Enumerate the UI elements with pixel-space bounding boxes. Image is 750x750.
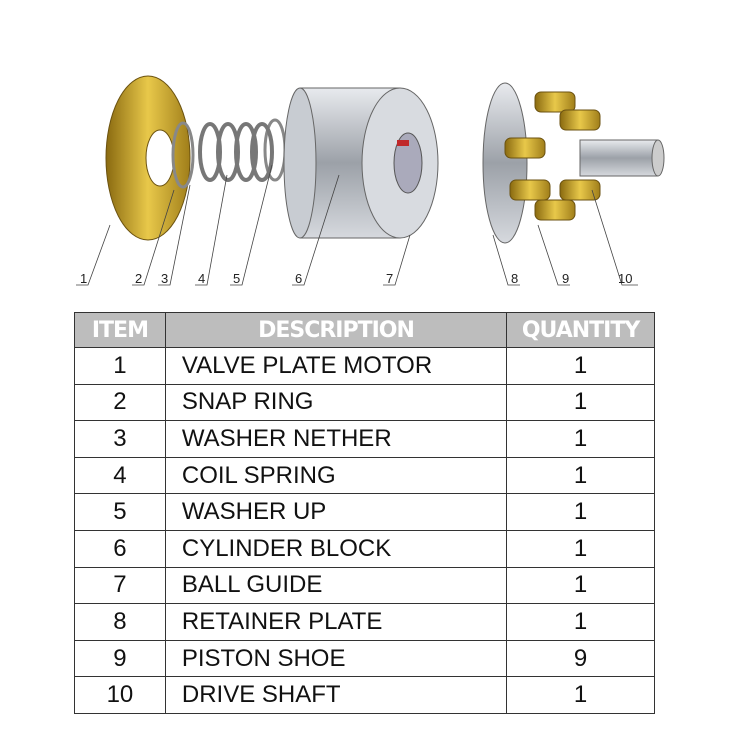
callout-3: 3 xyxy=(161,271,169,286)
cell-description: RETAINER PLATE xyxy=(164,603,508,641)
cell-item: 2 xyxy=(74,383,166,422)
cell-item: 5 xyxy=(74,493,166,531)
cylinder-block xyxy=(283,87,439,239)
callout-8: 8 xyxy=(511,271,519,286)
cell-description: DRIVE SHAFT xyxy=(164,676,508,714)
retainer-plate xyxy=(482,82,528,244)
cell-description: WASHER NETHER xyxy=(164,420,508,458)
cell-description: CYLINDER BLOCK xyxy=(164,529,508,568)
cell-quantity: 1 xyxy=(506,676,655,714)
callout-1: 1 xyxy=(80,271,88,286)
cell-description: SNAP RING xyxy=(164,383,508,422)
cell-item: 4 xyxy=(74,456,166,495)
callout-4: 4 xyxy=(198,271,206,286)
cell-quantity: 1 xyxy=(506,529,655,568)
callout-9: 9 xyxy=(562,271,570,286)
callout-6: 6 xyxy=(295,271,303,286)
header-item: ITEM xyxy=(74,312,166,348)
exploded-parts-diagram xyxy=(76,75,665,286)
cell-item: 8 xyxy=(74,603,166,641)
cell-quantity: 1 xyxy=(506,456,655,495)
drive-shaft xyxy=(579,139,665,177)
cell-description: BALL GUIDE xyxy=(164,566,508,605)
cell-item: 6 xyxy=(74,529,166,568)
cell-quantity: 1 xyxy=(506,603,655,641)
cell-description: WASHER UP xyxy=(164,493,508,531)
header-quantity: QUANTITY xyxy=(506,312,655,348)
cell-quantity: 1 xyxy=(506,566,655,605)
piston-shoes xyxy=(504,91,601,221)
table-header-row: ITEM DESCRIPTION QUANTITY xyxy=(74,312,655,348)
callout-7: 7 xyxy=(386,271,394,286)
header-description: DESCRIPTION xyxy=(164,312,508,348)
cell-quantity: 1 xyxy=(506,347,655,385)
cell-description: COIL SPRING xyxy=(164,456,508,495)
cell-item: 9 xyxy=(74,639,166,678)
cell-quantity: 9 xyxy=(506,639,655,678)
cell-item: 10 xyxy=(74,676,166,714)
leader-lines xyxy=(76,164,638,286)
cell-item: 3 xyxy=(74,420,166,458)
cell-description: VALVE PLATE MOTOR xyxy=(164,347,508,385)
cell-item: 7 xyxy=(74,566,166,605)
coil-spring xyxy=(198,122,274,182)
cell-description: PISTON SHOE xyxy=(164,639,508,678)
valve-plate xyxy=(105,75,191,241)
cell-quantity: 1 xyxy=(506,383,655,422)
cell-quantity: 1 xyxy=(506,493,655,531)
callout-2: 2 xyxy=(135,271,143,286)
callout-5: 5 xyxy=(233,271,241,286)
cell-item: 1 xyxy=(74,347,166,385)
callout-10: 10 xyxy=(618,271,633,286)
cell-quantity: 1 xyxy=(506,420,655,458)
